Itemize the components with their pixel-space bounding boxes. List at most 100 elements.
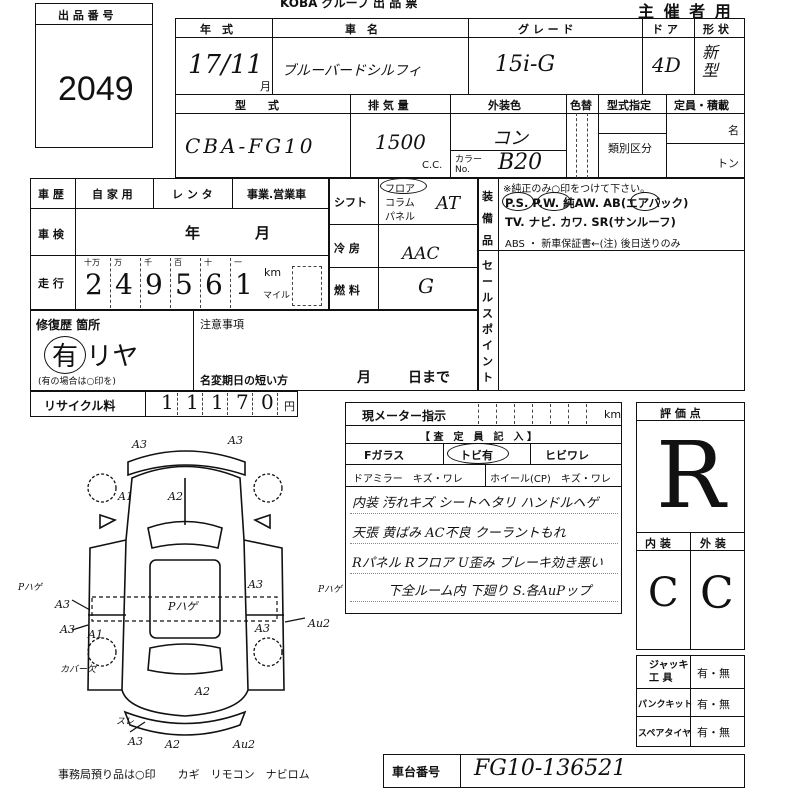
year-value: 17/11: [188, 50, 263, 80]
wheel-label: ホイール(CP) キズ・ワレ: [490, 474, 611, 485]
grade-label: グ レ ー ド: [518, 23, 574, 36]
inspector-comment-0: 内装 汚れキズ シートヘタリ ハンドルヘゲ: [352, 496, 599, 511]
history-option-rental: レ ン タ: [172, 188, 213, 201]
mileage-unit-5: 一: [234, 258, 242, 267]
mileage-digit-3: 5: [175, 268, 193, 301]
equipment-line3: ABS ・ 新車保証書←(注) 後日送りのみ: [505, 239, 681, 250]
recycle-digit-2: 1: [211, 390, 224, 414]
inspector-comment-1: 天張 黄ばみ AC不良 クーラントもれ: [352, 526, 566, 541]
shift-option-column: コラム: [385, 198, 415, 209]
exterior-color-label: 外装色: [488, 99, 521, 112]
equipment-label: 装 備 品: [482, 190, 493, 247]
diagram-label-a2-rear: A2: [195, 685, 210, 698]
recycle-digit-3: 7: [236, 390, 249, 414]
shape-value: 新型: [702, 43, 719, 80]
tons-unit: トン: [717, 157, 739, 170]
mileage-divider: [170, 258, 171, 308]
mileage-unit-4: 十: [204, 258, 212, 267]
inspector-comment-3: 下全ルーム内 下廻り S.各AuPップ: [388, 584, 591, 599]
comment-rule: [350, 543, 618, 544]
diagram-label-scratch: スレ: [116, 717, 135, 727]
ac-value: AAC: [402, 244, 440, 264]
color-number-value: B20: [498, 150, 543, 175]
interior-value: C: [648, 570, 679, 616]
spare-tire-presence[interactable]: 有・無: [697, 726, 730, 739]
puncture-kit-presence[interactable]: 有・無: [697, 698, 730, 711]
door-label: ド ア: [652, 23, 678, 36]
meter-digit-divider: [568, 404, 569, 424]
name-change-day: 日まで: [408, 370, 450, 386]
grade-value: 15i-G: [495, 52, 556, 77]
recycle-digit-1: 1: [186, 390, 199, 414]
diagram-label-a3-left-mid: A3: [55, 598, 70, 611]
history-label: 車 歴: [38, 188, 64, 201]
mileage-unit-3: 百: [174, 258, 182, 267]
lot-number-box: [35, 3, 153, 148]
shift-label: シフト: [334, 196, 367, 209]
mile-checkbox[interactable]: [292, 266, 322, 306]
mileage-label: 走 行: [38, 277, 64, 290]
displacement-label: 排 気 量: [368, 99, 409, 112]
meter-digit-divider: [514, 404, 515, 424]
crack-label: ヒビワレ: [545, 449, 589, 462]
diagram-label-side-left: Pハゲ: [18, 583, 43, 593]
exterior-value: C: [700, 568, 734, 619]
equip-pw-circle: [537, 192, 571, 211]
ac-label: 冷 房: [334, 242, 360, 255]
interior-label: 内 装: [645, 537, 671, 550]
diagram-label-side-right: Pハゲ: [318, 585, 343, 595]
puncture-kit-label: パンクキット: [638, 700, 693, 710]
car-name-label: 車 名: [345, 23, 378, 36]
recycle-divider: [227, 393, 228, 415]
recycle-divider: [202, 393, 203, 415]
history-box: [30, 178, 330, 310]
name-change-month: 月: [357, 370, 371, 386]
jack-label: ジャッキ 工 具: [649, 660, 689, 684]
diagram-label-a3-side: A3: [248, 578, 263, 591]
cc-unit: C.C.: [422, 160, 443, 171]
exterior-color-value: コン: [492, 128, 528, 149]
diagram-label-a2-bottom: A2: [165, 738, 180, 751]
meter-digit-divider: [478, 404, 479, 424]
mileage-unit-0: 十万: [84, 258, 100, 267]
glass-label: Fガラス: [364, 449, 405, 462]
door-value: 4D: [652, 53, 681, 77]
repair-yes-circle: [44, 336, 86, 374]
class-label: 類別区分: [608, 142, 652, 155]
mileage-divider: [110, 258, 111, 308]
chassis-value: FG10-136521: [474, 756, 627, 781]
meter-unit: km: [604, 408, 622, 421]
equipment-box: [478, 178, 745, 391]
spare-tire-label: スペアタイヤ: [638, 729, 692, 739]
model-designation-label: 型式指定: [607, 99, 651, 112]
year-month-unit: 月: [260, 80, 271, 93]
recycle-divider: [177, 393, 178, 415]
diagram-label-au2-bottom: Au2: [233, 738, 256, 751]
diagram-label-cap: カバー欠: [60, 665, 97, 675]
color-change-label: 色替: [570, 99, 592, 112]
inspection-year-unit: 年: [185, 224, 201, 242]
shift-floor-circle: [380, 178, 427, 194]
sales-point-label: セールスポイント: [482, 259, 493, 384]
history-option-private: 自 家 用: [92, 188, 133, 201]
displacement-value: 1500: [375, 130, 426, 154]
diagram-label-a1-lower: A1: [88, 628, 103, 641]
inspector-comment-2: Rパネル Rフロア U歪み ブレーキ効き悪い: [352, 556, 603, 571]
diagram-label-a3-top-right: A3: [228, 434, 243, 447]
row2-box: [175, 94, 745, 178]
capacity-label: 定員・積載: [674, 99, 729, 112]
diagram-label-a3-top-left: A3: [132, 438, 147, 451]
comment-rule: [350, 601, 618, 602]
jack-presence[interactable]: 有・無: [697, 667, 730, 680]
mileage-digit-2: 9: [145, 268, 163, 301]
name-change-label: 名変期日の短い方: [200, 374, 288, 387]
mileage-unit-1: 万: [114, 258, 122, 267]
color-number-label: カラー No.: [455, 155, 483, 175]
km-unit: km: [264, 266, 282, 279]
history-option-business: 事業.営業車: [247, 188, 307, 201]
model-value: CBA-FG10: [185, 134, 316, 158]
model-label: 型 式: [235, 99, 279, 112]
recycle-unit: 円: [284, 400, 295, 413]
year-label: 年 式: [200, 23, 233, 36]
notes-label: 注意事項: [200, 318, 244, 331]
